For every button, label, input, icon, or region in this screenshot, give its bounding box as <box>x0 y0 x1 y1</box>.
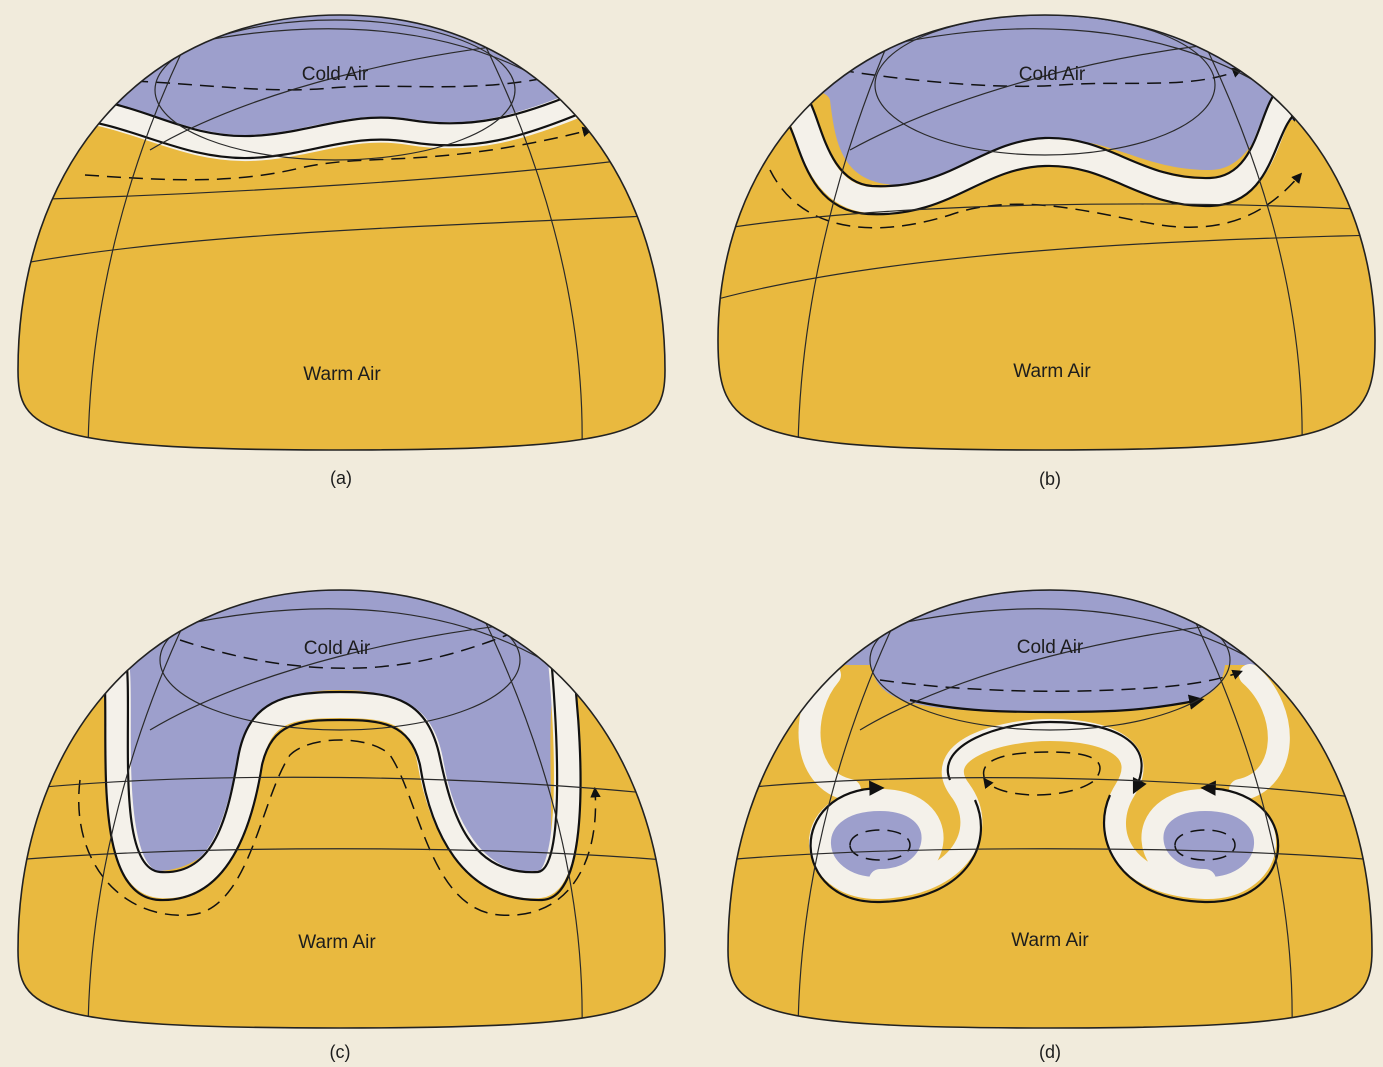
warm-air-label: Warm Air <box>1011 930 1089 951</box>
cold-air-label: Cold Air <box>1019 64 1086 85</box>
cold-air-label: Cold Air <box>304 638 371 659</box>
panel-b: Cold Air Warm Air (b) <box>700 0 1383 489</box>
warm-air-label: Warm Air <box>303 364 381 385</box>
panel-caption: (b) <box>1039 469 1061 489</box>
panel-caption: (a) <box>330 468 352 488</box>
panel-d: Cold Air Warm Air (d) <box>710 560 1383 1062</box>
cold-air-region <box>710 560 1383 712</box>
panel-c: Cold Air Warm Air (c) <box>0 560 700 1062</box>
warm-air-label: Warm Air <box>298 932 376 953</box>
panel-caption: (c) <box>330 1042 351 1062</box>
warm-air-label: Warm Air <box>1013 361 1091 382</box>
panel-caption: (d) <box>1039 1042 1061 1062</box>
cold-air-label: Cold Air <box>302 64 369 85</box>
panel-a: Cold Air Warm Air (a) <box>0 0 700 488</box>
cold-air-label: Cold Air <box>1017 637 1084 658</box>
